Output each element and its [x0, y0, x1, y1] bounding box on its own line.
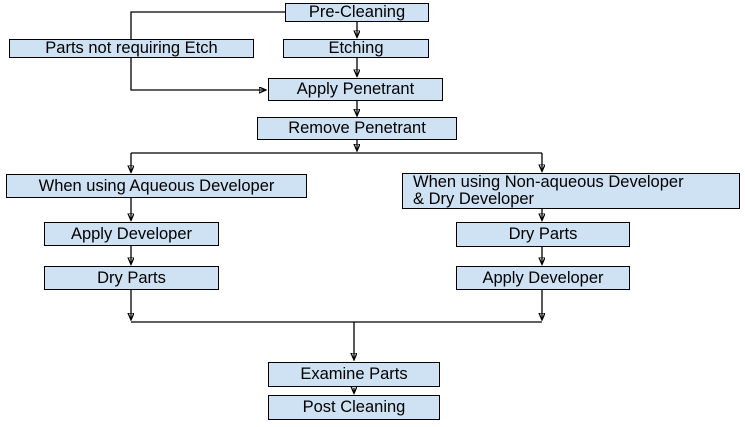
node-dry-parts-left: Dry Parts [44, 266, 219, 290]
node-label-line1: When using Non-aqueous Developer [413, 173, 684, 192]
node-apply-developer-right: Apply Developer [456, 266, 630, 290]
node-remove-penetrant: Remove Penetrant [257, 117, 457, 140]
node-when-using-non-aqueous-developer: When using Non-aqueous Developer & Dry D… [402, 173, 740, 209]
node-parts-not-requiring-etch: Parts not requiring Etch [9, 39, 254, 58]
node-examine-parts: Examine Parts [268, 362, 440, 387]
node-apply-developer-left: Apply Developer [44, 222, 219, 246]
node-etching: Etching [283, 39, 429, 58]
node-label-line2: & Dry Developer [413, 190, 535, 208]
node-pre-cleaning: Pre-Cleaning [285, 3, 429, 22]
node-dry-parts-right: Dry Parts [456, 222, 630, 247]
node-apply-penetrant: Apply Penetrant [268, 78, 443, 101]
node-when-using-aqueous-developer: When using Aqueous Developer [6, 174, 307, 198]
node-post-cleaning: Post Cleaning [268, 395, 440, 420]
